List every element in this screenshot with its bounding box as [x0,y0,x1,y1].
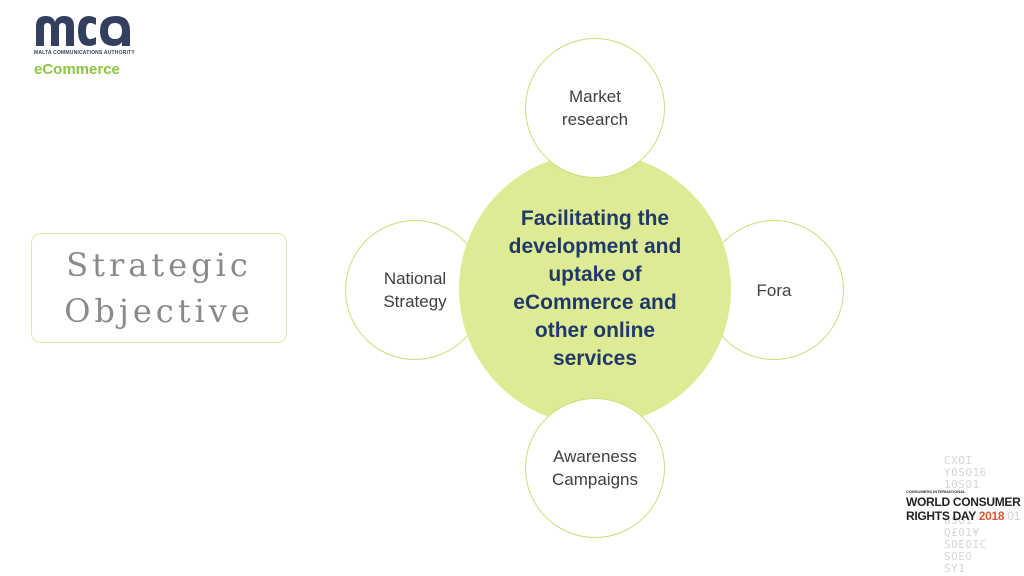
satellite-awareness-campaigns: Awareness Campaigns [525,398,665,538]
badge-rights-day: RIGHTS DAY [906,509,976,523]
satellite-label-line: Strategy [383,292,447,311]
logo-authority-text: MALTA COMMUNICATIONS AUTHORITY [34,50,135,56]
logo-brand-text: eCommerce [34,61,120,78]
badge-digit-row: YOSO16 [944,466,987,479]
satellite-label: Market research [540,85,650,131]
objective-line-1: Strategic [66,246,252,284]
satellite-national-strategy: National Strategy [345,220,485,360]
badge-digit-row: SOEO [944,550,973,563]
objective-line-2: Objective [64,292,254,330]
mca-logo-icon [36,16,130,46]
satellite-label-line: National [383,269,447,288]
badge-digit-row: SY1 [944,562,966,575]
satellite-label: National Strategy [360,267,470,313]
badge-digit-row: 10SO1 [944,478,980,491]
badge-title-line-1: WORLD CONSUMER [906,495,1021,509]
badge-suffix: 01 [1007,509,1021,523]
strategic-objective-box: Strategic Objective [31,233,287,343]
mca-ecommerce-logo: MALTA COMMUNICATIONS AUTHORITY eCommerce [32,10,152,80]
strategic-objective-label: Strategic Objective [64,242,254,334]
badge-digit-row: CXOI [944,454,973,467]
badge-digit-row: Q£01¥ [944,526,980,539]
satellite-label-line: Campaigns [552,470,638,489]
center-circle: Facilitating the development and uptake … [459,153,731,425]
badge-background-digits: CXOI YOSO16 10SO1 8SO1 Q£01¥ SOEOIC SOEO… [944,455,1004,575]
satellite-label: Fora [756,280,792,300]
badge-year: 2018 [978,509,1005,523]
satellite-label-line: Awareness [553,447,637,466]
badge-title-line-2: RIGHTS DAY 2018 01 [906,509,1020,523]
satellite-label-line: Market [569,87,621,106]
satellite-label: Awareness Campaigns [540,445,650,491]
badge-digit-row: SOEOIC [944,538,987,551]
satellite-label-line: research [561,110,629,129]
badge-digit-row: 8SO1 [944,514,973,527]
world-consumer-rights-day-badge: CXOI YOSO16 10SO1 8SO1 Q£01¥ SOEOIC SOEO… [904,455,1021,575]
center-label: Facilitating the development and uptake … [508,207,682,370]
satellite-market-research: Market research [525,38,665,178]
badge-org-text: CONSUMERS INTERNATIONAL [906,489,966,494]
